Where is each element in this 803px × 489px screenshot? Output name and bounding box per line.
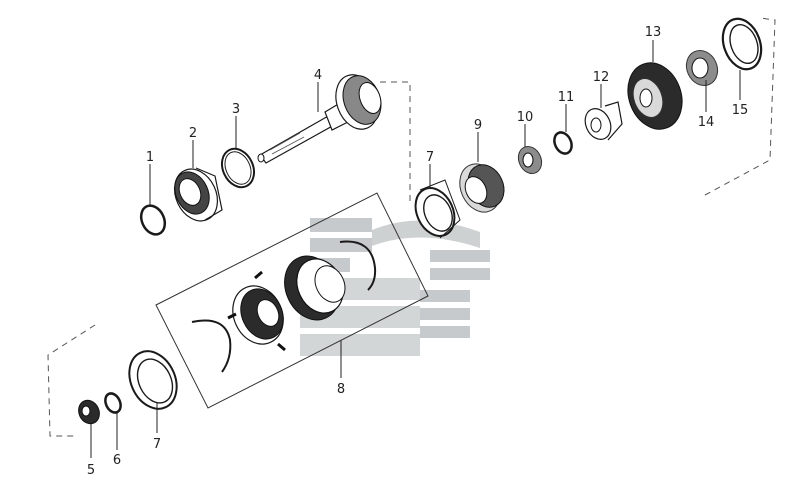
callout-13: 13 — [645, 25, 662, 40]
part-10-needle-bearing — [517, 145, 543, 175]
callout-7-upper: 7 — [426, 150, 434, 165]
part-6-small-ring — [104, 392, 122, 414]
callout-1: 1 — [146, 150, 154, 165]
part-14-needle-bearing — [685, 49, 719, 87]
assembly-box-8 — [155, 192, 429, 409]
callout-10: 10 — [517, 110, 534, 125]
part-11-snap-ring — [553, 131, 573, 155]
part-13-large-gear — [627, 62, 683, 130]
part-1-snap-ring — [139, 204, 167, 236]
part-7-upper-synchro-ring — [414, 179, 461, 239]
callout-5: 5 — [87, 463, 95, 478]
callout-4: 4 — [314, 68, 322, 83]
dashed-guide-lines — [47, 17, 776, 437]
callout-15: 15 — [732, 103, 749, 118]
part-8-synchronizer-assembly — [191, 240, 377, 373]
leader-lines — [90, 40, 741, 458]
part-3-ring — [220, 147, 256, 189]
callout-2: 2 — [189, 126, 197, 141]
part-7-lower-synchro-ring — [128, 350, 178, 410]
callout-9: 9 — [474, 118, 482, 133]
part-5-pinion — [78, 399, 100, 425]
callout-14: 14 — [698, 115, 715, 130]
callout-3: 3 — [232, 102, 240, 117]
callout-labels: 1 2 3 4 5 6 7 7 8 9 10 11 12 13 14 15 — [87, 25, 748, 478]
part-15-synchro-ring — [721, 17, 763, 71]
callout-7-lower: 7 — [153, 437, 161, 452]
callout-6: 6 — [113, 453, 121, 468]
part-9-gear — [459, 163, 505, 213]
callout-11: 11 — [558, 90, 575, 105]
part-2-bearing — [173, 167, 223, 222]
part-4-shaft — [257, 74, 382, 164]
callout-8: 8 — [337, 382, 345, 397]
callout-12: 12 — [593, 70, 610, 85]
part-12-collar — [584, 101, 623, 141]
watermark-logo — [300, 218, 490, 356]
